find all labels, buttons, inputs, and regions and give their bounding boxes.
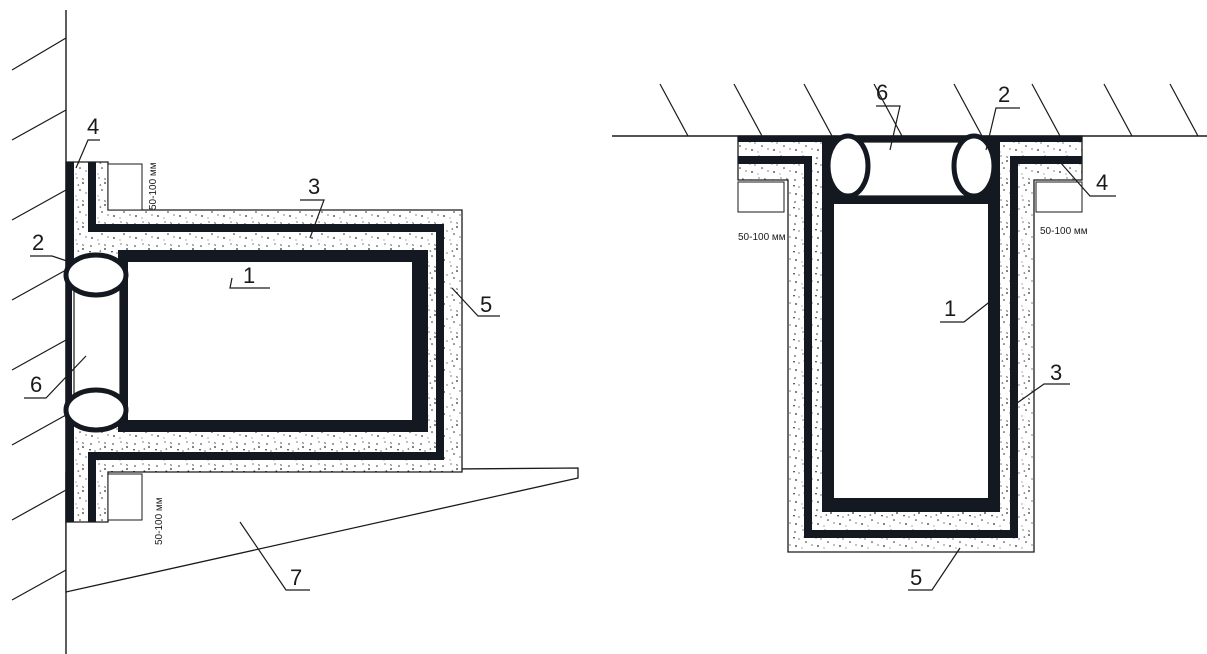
right-callout-4: 4 [1096, 170, 1108, 195]
right-top-membrane [738, 136, 1082, 142]
left-callout-4: 4 [87, 114, 99, 139]
left-dim-box-bottom [107, 473, 143, 521]
left-pipe [63, 252, 129, 433]
right-dim-box-left [737, 181, 785, 213]
left-callout-1: 1 [243, 263, 255, 288]
left-wall [11, 10, 67, 654]
left-dim-box-top [107, 163, 143, 211]
right-callout-2: 2 [998, 82, 1010, 107]
right-outer-membrane [738, 156, 1082, 538]
left-callout-2: 2 [32, 230, 44, 255]
left-callout-6: 6 [30, 372, 42, 397]
left-callout-3: 3 [308, 174, 320, 199]
right-callout-6: 6 [876, 80, 888, 105]
left-dim-top-label: 50-100 мм [148, 162, 159, 210]
support-bracket [65, 467, 579, 593]
right-diagram: 50-100 мм 50-100 мм 1 2 3 4 5 6 [612, 80, 1207, 591]
left-callout-5: 5 [480, 292, 492, 317]
left-callouts: 1 2 3 4 5 6 7 [24, 114, 500, 591]
right-cavity [834, 204, 988, 498]
left-diagram: 50-100 мм 50-100 мм 1 2 3 4 5 6 7 [11, 10, 579, 654]
left-cavity [128, 262, 412, 420]
right-dim-left-label: 50-100 мм [738, 232, 786, 243]
right-dim-right-label: 50-100 мм [1040, 226, 1088, 237]
right-pipe [825, 133, 997, 199]
right-dim-box-right [1035, 181, 1083, 213]
right-callout-3: 3 [1050, 360, 1062, 385]
right-callout-1: 1 [944, 296, 956, 321]
left-callout-7: 7 [290, 565, 302, 590]
right-callout-5: 5 [910, 565, 922, 590]
right-callouts: 1 2 3 4 5 6 [876, 80, 1116, 591]
left-dim-bottom-label: 50-100 мм [154, 497, 165, 545]
outer-membrane [66, 162, 74, 522]
right-ceiling [612, 83, 1207, 137]
